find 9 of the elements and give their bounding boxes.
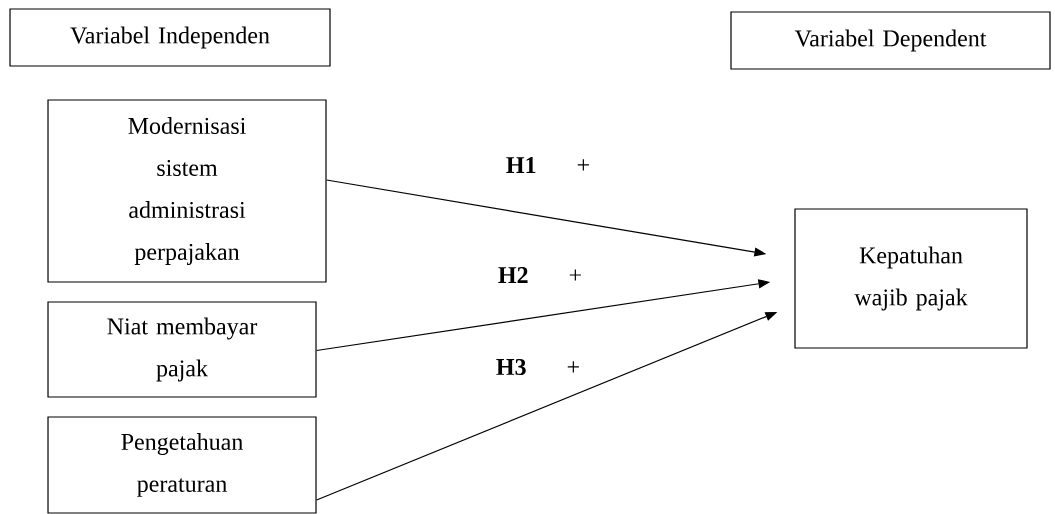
variable-box: Modernisasi sistem administrasi perpajakan	[47, 99, 327, 283]
edge-label: H2 +	[498, 267, 581, 283]
header-box: Variabel Dependent	[730, 11, 1051, 70]
edge-label: H1 +	[506, 157, 589, 173]
variable-box: Niat membayar pajak	[47, 301, 317, 398]
variable-box: Pengetahuan peraturan	[47, 416, 317, 514]
variable-box: Kepatuhan wajib pajak	[794, 208, 1028, 349]
header-box: Variabel Independen	[9, 8, 331, 67]
edge-label: H3 +	[496, 358, 579, 376]
